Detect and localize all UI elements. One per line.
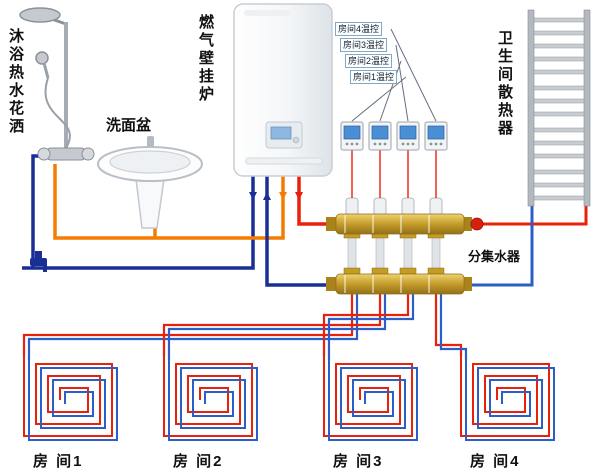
shower-hose	[44, 77, 71, 149]
callout-room4-thermostat: 房间4温控	[335, 22, 383, 36]
manifold-ports	[343, 231, 445, 275]
floor-coils	[23, 355, 555, 441]
shower-label: 沐浴热水花洒	[7, 28, 24, 136]
thermostat-wires	[351, 150, 437, 198]
gas-boiler	[233, 3, 333, 177]
basin-pedestal	[135, 178, 165, 229]
washbasin	[97, 136, 203, 229]
shower-fixture	[19, 7, 95, 161]
cold-flow-arrow	[249, 192, 257, 200]
return-flow-arrow	[263, 192, 271, 200]
boiler-display	[270, 126, 292, 140]
manifold-return-bar	[335, 273, 465, 295]
thermostat-units	[340, 121, 448, 151]
cold-water-tap-icon	[30, 251, 47, 272]
shower-head	[19, 7, 61, 23]
heating-pipes	[22, 176, 588, 360]
hotwater-flow-arrow	[279, 192, 287, 200]
supply-flow-arrow	[295, 192, 303, 200]
callout-room3-thermostat: 房间3温控	[340, 38, 388, 52]
floor-coil-room2	[163, 355, 258, 441]
floor-coil-room3	[323, 355, 418, 441]
boiler-knob	[292, 136, 300, 144]
thermostats	[340, 121, 448, 198]
callout-leader-lines	[351, 28, 437, 122]
room1-label: 房 间1	[33, 453, 84, 470]
callout-room2-thermostat: 房间2温控	[345, 54, 393, 68]
room3-label: 房 间3	[333, 453, 384, 470]
manifold-actuators	[345, 197, 443, 217]
manifold-valve-handle	[470, 217, 484, 231]
hand-shower	[35, 51, 49, 65]
room2-label: 房 间2	[173, 453, 224, 470]
manifold-label: 分集水器	[468, 249, 521, 264]
basin-label: 洗面盆	[106, 117, 152, 134]
towel-radiator	[527, 9, 591, 207]
manifold	[326, 197, 484, 295]
callout-room1-thermostat: 房间1温控	[350, 70, 398, 84]
boiler-label: 燃气壁挂炉	[197, 14, 214, 104]
radiator-label: 卫生间散热器	[496, 30, 513, 138]
floor-coil-room1	[23, 355, 118, 441]
manifold-supply-bar	[335, 213, 465, 235]
shower-mixer-valve	[45, 147, 87, 161]
floor-coil-room4	[460, 355, 555, 441]
room4-label: 房 间4	[470, 453, 521, 470]
